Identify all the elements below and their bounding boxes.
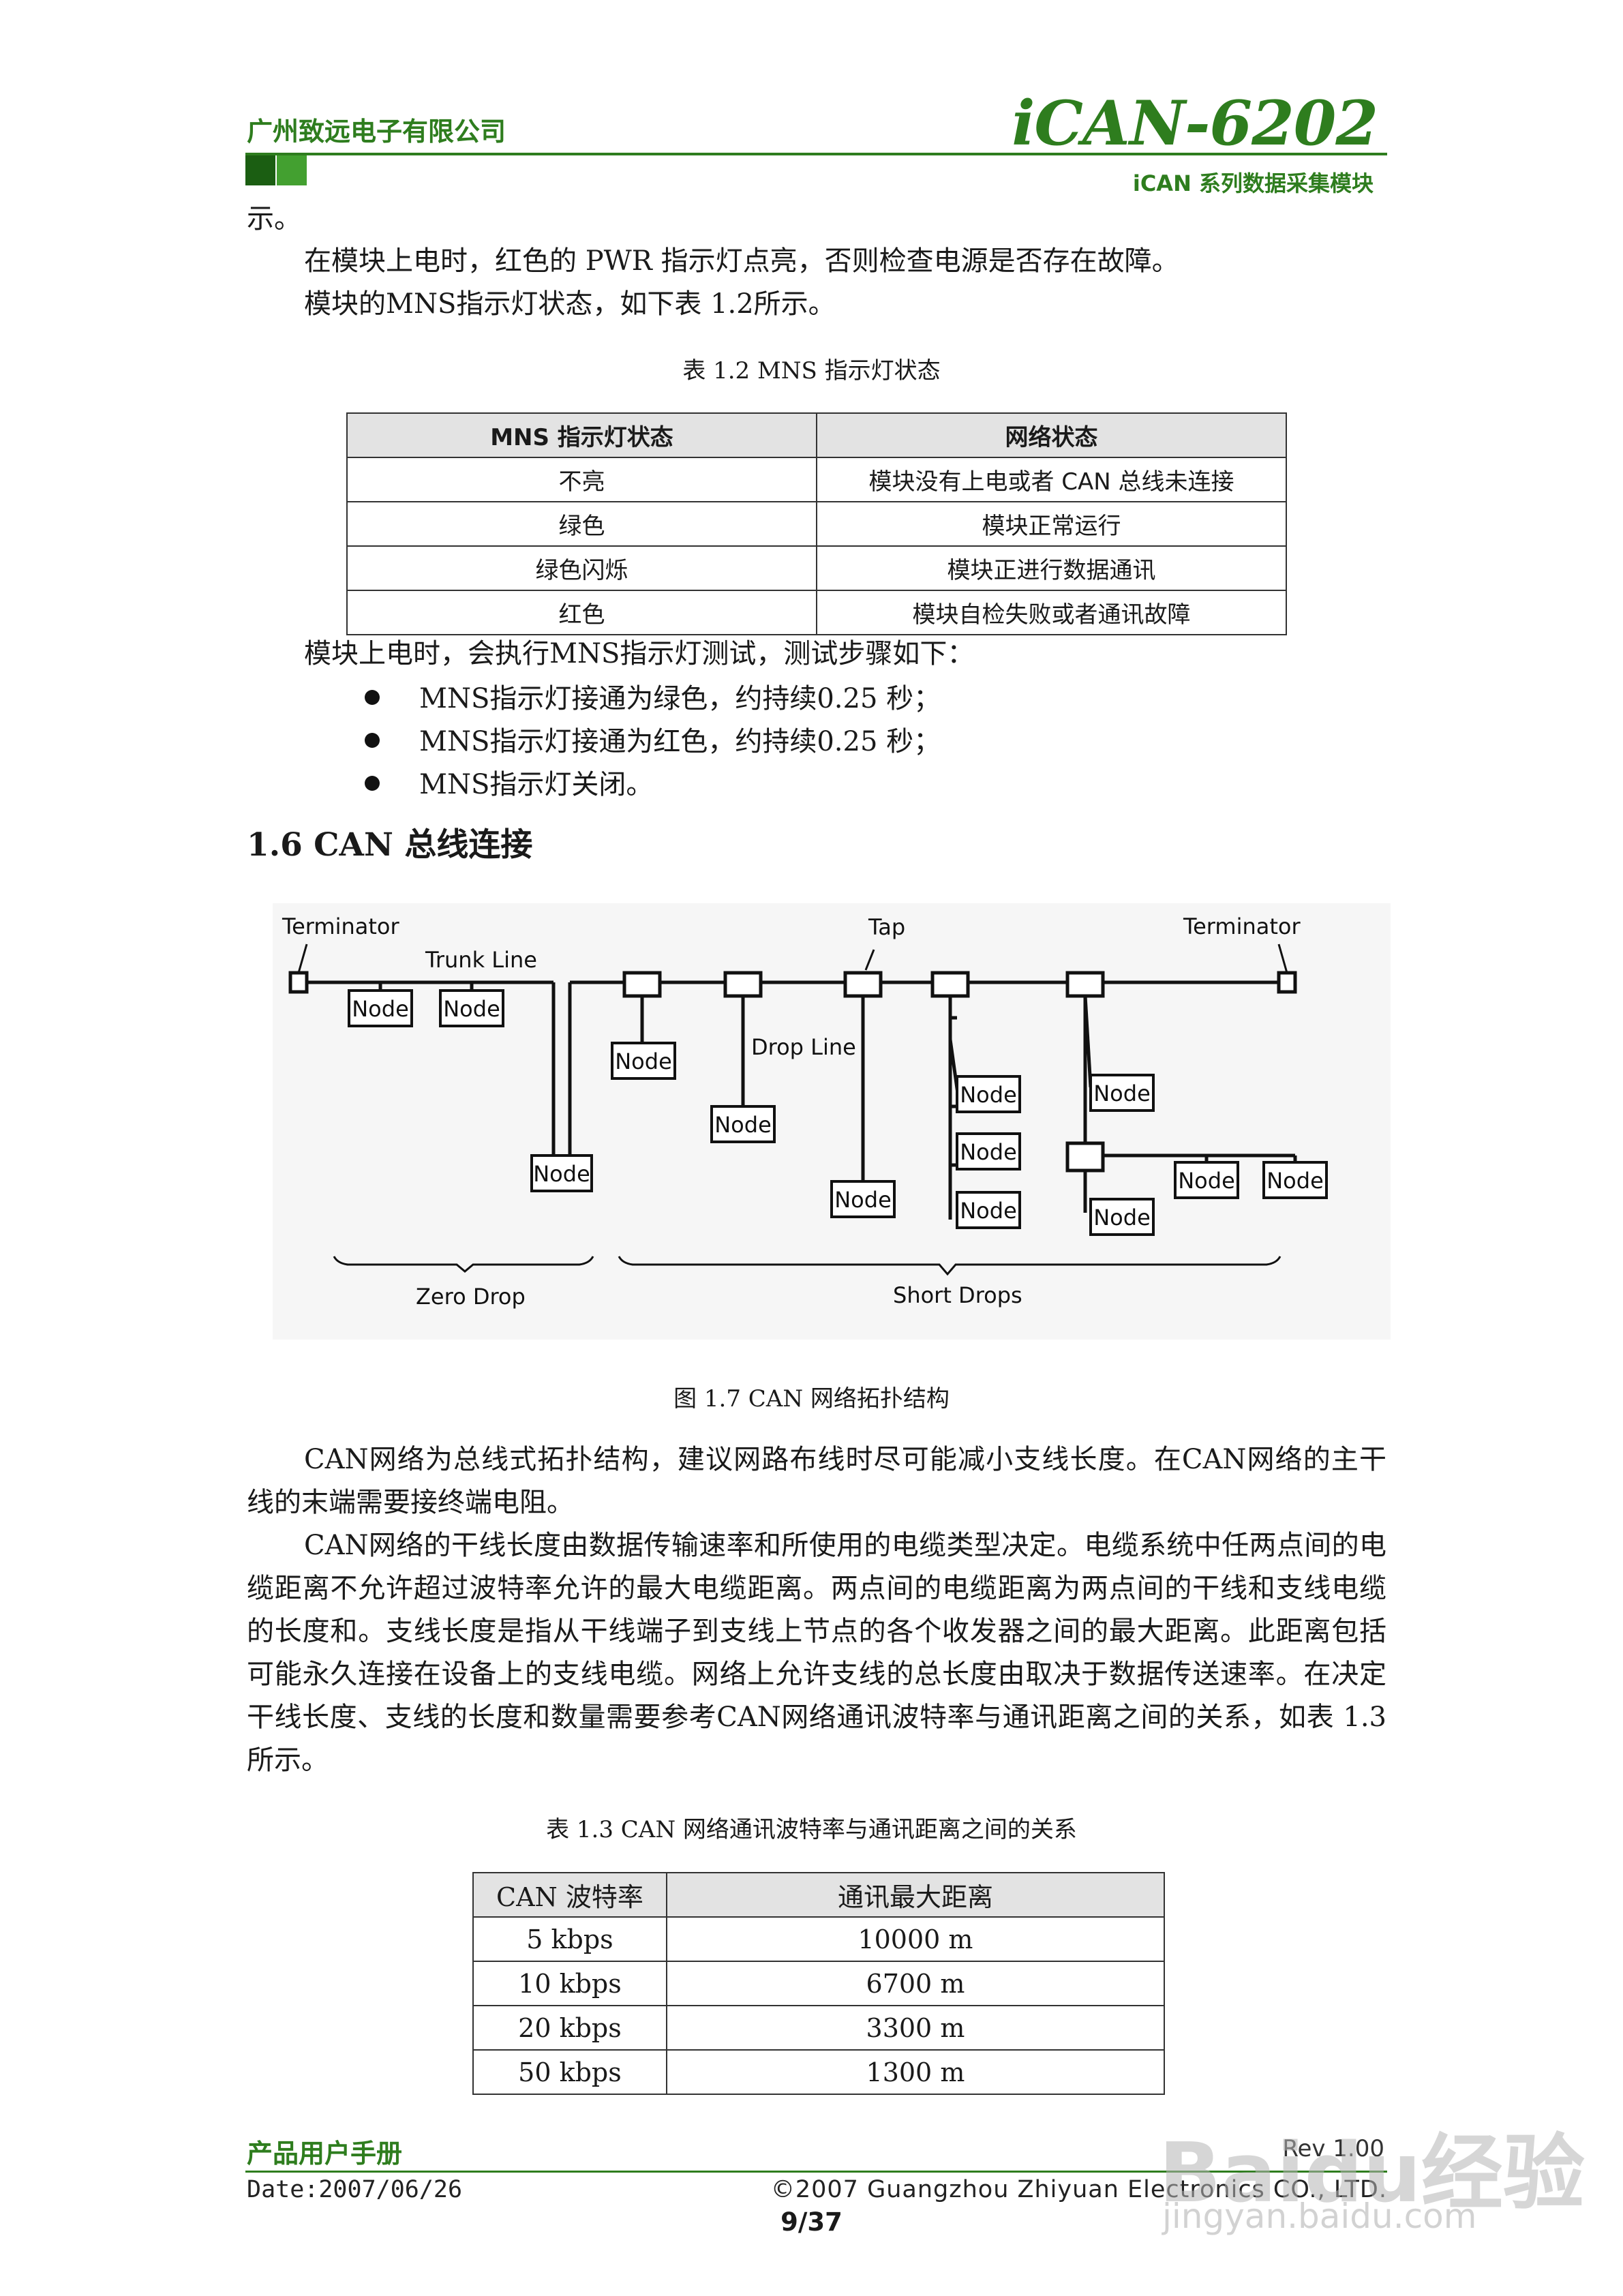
- table-cell: 10000 m: [665, 1916, 1166, 1962]
- test-intro: 模块上电时，会执行MNS指示灯测试，测试步骤如下：: [304, 638, 975, 669]
- table-baud-distance: CAN 波特率 通讯最大距离 5 kbps 10000 m 10 kbps 67…: [472, 1872, 1166, 2095]
- table-row: 绿色闪烁 模块正进行数据通讯: [346, 545, 1287, 591]
- test-step-2: MNS指示灯接通为红色，约持续0.25 秒；: [419, 726, 941, 757]
- footer-date: Date:2007/06/26: [247, 2176, 463, 2203]
- footer-revision: Rev 1.00: [1282, 2135, 1384, 2162]
- table-cell: 5 kbps: [472, 1916, 667, 1962]
- footer-manual-title: 产品用户手册: [247, 2139, 403, 2169]
- header-square-light: [277, 155, 307, 185]
- table-cell: 3300 m: [665, 2005, 1166, 2051]
- table-1-3-caption: 表 1.3 CAN 网络通讯波特率与通讯距离之间的关系: [546, 1816, 1077, 1843]
- table-1-2-caption: 表 1.2 MNS 指示灯状态: [682, 357, 941, 384]
- node-label: Node: [533, 1161, 590, 1187]
- zero-drop-label: Zero Drop: [416, 1284, 526, 1310]
- terminator-left-label: Terminator: [282, 913, 399, 939]
- bullet-dot: [365, 690, 380, 705]
- bullet-dot: [365, 733, 380, 748]
- header-cell: 网络状态: [816, 412, 1287, 458]
- intro-line-0: 示。: [247, 203, 301, 235]
- node-label: Node: [352, 996, 409, 1022]
- bullet-dot: [365, 776, 380, 791]
- table-row: 20 kbps 3300 m: [472, 2005, 1166, 2051]
- table-cell: 模块正常运行: [816, 501, 1287, 547]
- tap-label: Tap: [868, 914, 905, 940]
- paragraph-2: CAN网络的干线长度由数据传输速率和所使用的电缆类型决定。电缆系统中任两点间的电…: [247, 1530, 1386, 1776]
- header-square-dark: [245, 155, 275, 185]
- paragraph-1: CAN网络为总线式拓扑结构，建议网路布线时尽可能减小支线长度。在CAN网络的主干…: [247, 1444, 1386, 1518]
- trunk-line-label: Trunk Line: [425, 947, 537, 973]
- table-row: 不亮 模块没有上电或者 CAN 总线未连接: [346, 457, 1287, 502]
- table-row: 10 kbps 6700 m: [472, 1961, 1166, 2006]
- node-label: Node: [1093, 1081, 1151, 1106]
- table-cell: 1300 m: [665, 2049, 1166, 2095]
- table-cell: 模块正进行数据通讯: [816, 545, 1287, 591]
- terminator-right-label: Terminator: [1183, 913, 1301, 939]
- header-cell: 通讯最大距离: [665, 1872, 1166, 1918]
- table-cell: 绿色闪烁: [346, 545, 817, 591]
- drop-line-label: Drop Line: [751, 1034, 856, 1060]
- table-row: 50 kbps 1300 m: [472, 2049, 1166, 2095]
- test-step-3: MNS指示灯关闭。: [419, 769, 654, 800]
- figure-caption: 图 1.7 CAN 网络拓扑结构: [673, 1385, 950, 1413]
- node-label: Node: [1178, 1168, 1235, 1194]
- table-cell: 50 kbps: [472, 2049, 667, 2095]
- header-cell: CAN 波特率: [472, 1872, 667, 1918]
- intro-line-2: 模块的MNS指示灯状态，如下表 1.2所示。: [304, 288, 836, 320]
- table-cell: 20 kbps: [472, 2005, 667, 2051]
- intro-line-1: 在模块上电时，红色的 PWR 指示灯点亮，否则检查电源是否存在故障。: [304, 245, 1179, 277]
- node-label: Node: [615, 1048, 672, 1074]
- table-cell: 绿色: [346, 501, 817, 547]
- watermark-logo: Baidu经验: [1159, 2126, 1585, 2221]
- table-cell: 模块没有上电或者 CAN 总线未连接: [816, 457, 1287, 502]
- node-label: Node: [960, 1082, 1017, 1108]
- table-row: 红色 模块自检失败或者通讯故障: [346, 590, 1287, 635]
- table-cell: 模块自检失败或者通讯故障: [816, 590, 1287, 635]
- header-rule: [245, 153, 1387, 155]
- table-cell: 红色: [346, 590, 817, 635]
- node-label: Node: [443, 996, 500, 1022]
- table-cell: 不亮: [346, 457, 817, 502]
- company-name: 广州致远电子有限公司: [247, 117, 506, 147]
- table-row: 绿色 模块正常运行: [346, 501, 1287, 547]
- node-label: Node: [714, 1112, 772, 1138]
- short-drops-label: Short Drops: [893, 1282, 1022, 1308]
- footer-copyright: ©2007 Guangzhou Zhiyuan Electronics CO.,…: [770, 2176, 1387, 2203]
- node-label: Node: [960, 1198, 1017, 1224]
- can-topology-diagram: Node Node Node Node Node Node Node Node …: [273, 903, 1391, 1340]
- footer-rule: [245, 2171, 1387, 2173]
- table-header-row: CAN 波特率 通讯最大距离: [472, 1872, 1166, 1918]
- watermark-url: jingyan.baidu.com: [1162, 2196, 1477, 2236]
- node-label: Node: [834, 1187, 892, 1213]
- section-heading: 1.6 CAN 总线连接: [247, 826, 533, 864]
- node-label: Node: [960, 1139, 1017, 1165]
- node-label: Node: [1093, 1205, 1151, 1230]
- product-subtitle: iCAN 系列数据采集模块: [1132, 170, 1374, 196]
- table-cell: 10 kbps: [472, 1961, 667, 2006]
- table-cell: 6700 m: [665, 1961, 1166, 2006]
- node-label: Node: [1266, 1168, 1324, 1194]
- test-step-1: MNS指示灯接通为绿色，约持续0.25 秒；: [419, 683, 941, 714]
- product-title: iCAN-6202: [1012, 87, 1378, 160]
- header-cell: MNS 指示灯状态: [346, 412, 817, 458]
- table-mns-status: MNS 指示灯状态 网络状态 不亮 模块没有上电或者 CAN 总线未连接 绿色 …: [346, 412, 1287, 635]
- page-number: 9/37: [780, 2207, 843, 2237]
- table-header-row: MNS 指示灯状态 网络状态: [346, 412, 1287, 458]
- table-row: 5 kbps 10000 m: [472, 1916, 1166, 1962]
